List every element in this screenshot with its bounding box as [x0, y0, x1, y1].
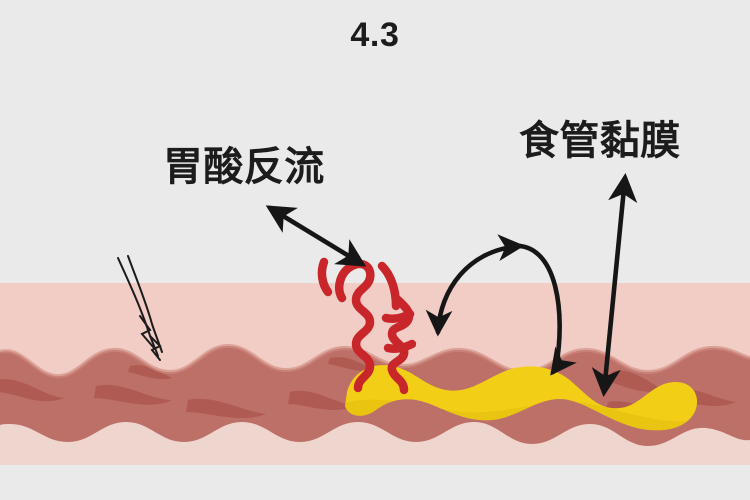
figure-title: 4.3 [350, 16, 400, 54]
label-gastric-acid-reflux: 胃酸反流 [163, 145, 325, 189]
arrow-to-mucosa-label [591, 173, 638, 397]
annotation-arrows [265, 173, 638, 397]
curved-arrow-mucosa-head [550, 346, 577, 376]
sketch-arrow [117, 255, 163, 361]
arrow-to-reflux-label [265, 205, 367, 267]
acid-tick-2 [383, 339, 417, 354]
label-esophageal-mucosa: 食管黏膜 [519, 119, 681, 163]
curved-arrow-mucosa [425, 234, 525, 337]
acid-tick-1 [381, 309, 415, 324]
